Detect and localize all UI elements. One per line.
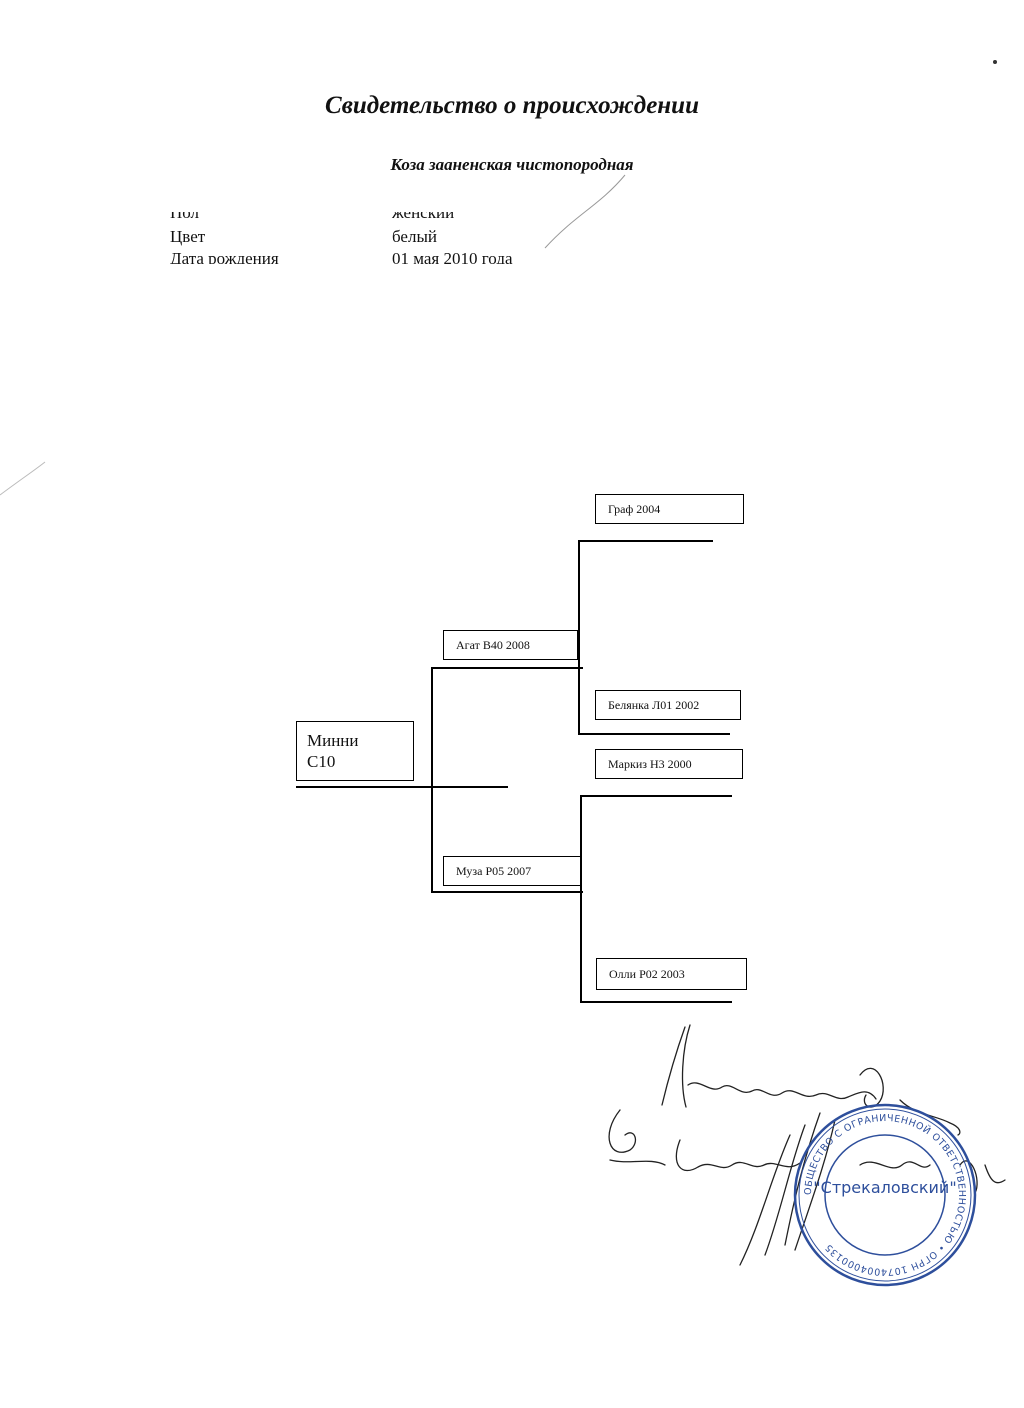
dam-dam-box: Олли Р02 2003 <box>596 958 747 990</box>
document-title: Свидетельство о происхождении <box>325 92 699 119</box>
sex-value: женский <box>392 203 455 222</box>
dam-name: Муза Р05 2007 <box>456 863 532 878</box>
sire-sire-box: Граф 2004 <box>595 494 744 524</box>
dam-dam-line <box>580 1001 732 1003</box>
dam-sire-box: Маркиз Н3 2000 <box>595 749 743 779</box>
sire-name: Агат В40 2008 <box>456 637 530 652</box>
sire-dam-line <box>578 733 730 735</box>
sire-dam-box: Белянка Л01 2002 <box>595 690 741 720</box>
animal-name: Минни <box>307 731 359 750</box>
animal-underline <box>296 786 508 788</box>
stamp-center-text: "Стрекаловский" <box>813 1178 957 1197</box>
animal-box: Минни С10 <box>296 721 414 781</box>
birth-value: 01 мая 2010 года <box>392 249 513 268</box>
document-subtitle: Коза зааненская чистопородная <box>390 155 634 174</box>
sire-dam-name: Белянка Л01 2002 <box>608 697 700 712</box>
color-value: белый <box>392 227 437 246</box>
dam-parents-connector <box>580 795 582 1003</box>
dam-line <box>431 891 583 893</box>
dam-sire-name: Маркиз Н3 2000 <box>608 756 692 771</box>
sex-label: Пол <box>170 203 200 222</box>
parent-connector <box>431 667 433 892</box>
info-row-color: Цвет белый <box>170 227 437 247</box>
dam-box: Муза Р05 2007 <box>443 856 581 886</box>
stamp-icon: ОБЩЕСТВО С ОГРАНИЧЕННОЙ ОТВЕТСТВЕННОСТЬЮ… <box>793 1103 977 1287</box>
sire-box: Агат В40 2008 <box>443 630 578 660</box>
color-label: Цвет <box>170 227 206 246</box>
sire-sire-name: Граф 2004 <box>608 501 661 516</box>
company-stamp: ОБЩЕСТВО С ОГРАНИЧЕННОЙ ОТВЕТСТВЕННОСТЬЮ… <box>790 1100 980 1290</box>
birth-label: Дата рождения <box>170 249 279 268</box>
sire-parents-connector <box>578 540 580 735</box>
sire-sire-line <box>578 540 713 542</box>
info-row-birth: Дата рождения 01 мая 2010 года <box>170 249 513 268</box>
handwritten-signature <box>608 1024 1006 1266</box>
sire-line <box>431 667 583 669</box>
info-row-sex: Пол женский <box>170 203 455 223</box>
dam-sire-line <box>580 795 732 797</box>
animal-id: С10 <box>307 752 336 772</box>
dam-dam-name: Олли Р02 2003 <box>609 966 685 981</box>
